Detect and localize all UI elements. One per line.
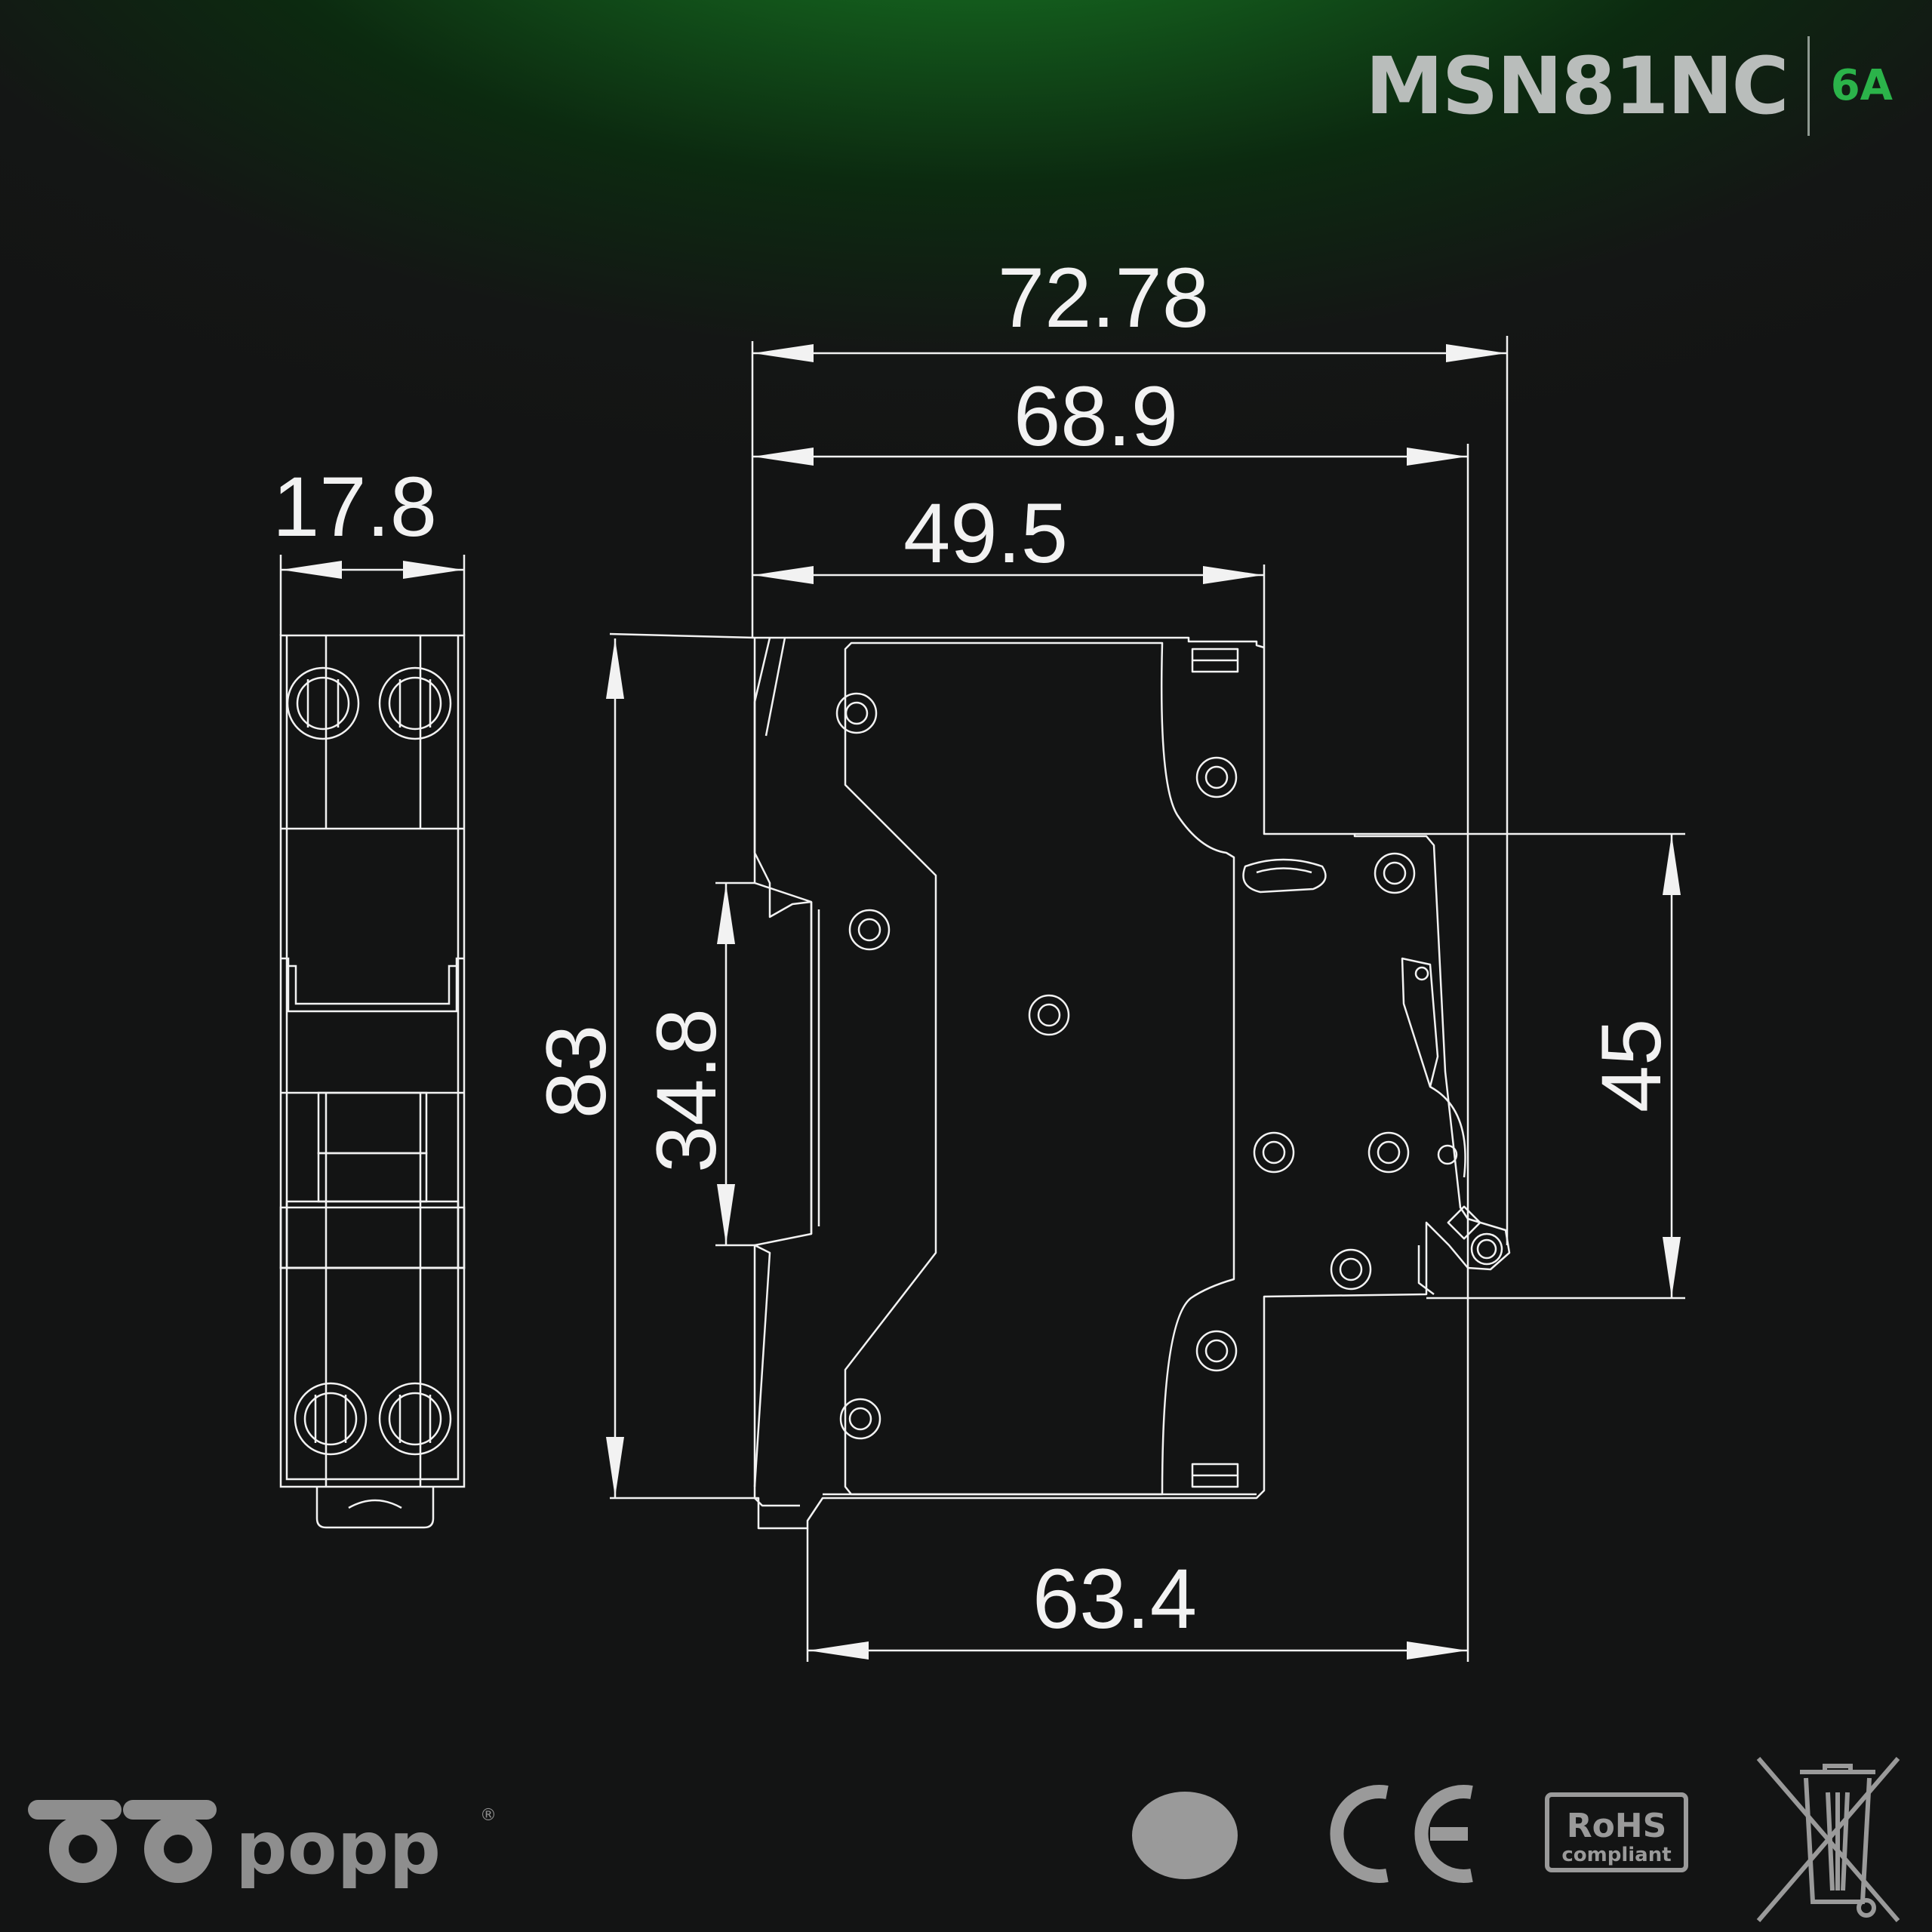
title-divider bbox=[1807, 36, 1810, 136]
dimension-lines bbox=[279, 336, 1685, 1662]
nf-mark: NF bbox=[1132, 1792, 1238, 1879]
dim-depth-49-5: 49.5 bbox=[903, 486, 1068, 580]
mounting-holes bbox=[835, 692, 1416, 1440]
registered-mark: ® bbox=[480, 1806, 497, 1825]
front-view bbox=[279, 634, 466, 1529]
rohs-mark: RoHS compliant bbox=[1545, 1792, 1688, 1872]
product-title: MSN81NC 6A bbox=[1365, 36, 1893, 136]
popp-logo: popp ® bbox=[28, 1800, 497, 1890]
side-view bbox=[753, 636, 1511, 1530]
terminal-screws-top bbox=[286, 666, 452, 740]
model-number: MSN81NC bbox=[1365, 40, 1789, 132]
dim-height-45: 45 bbox=[1584, 1019, 1678, 1113]
nf-label: NF bbox=[1143, 1807, 1226, 1871]
brand-name: popp bbox=[235, 1806, 441, 1890]
owl-eyes-icon bbox=[28, 1800, 217, 1883]
dim-width-17-8: 17.8 bbox=[272, 460, 437, 554]
dim-height-34-8: 34.8 bbox=[639, 1008, 734, 1173]
dim-height-83: 83 bbox=[529, 1025, 623, 1119]
dim-depth-72-78: 72.78 bbox=[998, 251, 1209, 345]
weee-crossed-bin-icon bbox=[1756, 1757, 1900, 1922]
dim-depth-68-9: 68.9 bbox=[1014, 369, 1178, 463]
dim-depth-63-4: 63.4 bbox=[1032, 1552, 1197, 1646]
terminal-screws-bottom bbox=[294, 1382, 452, 1456]
ce-mark bbox=[1330, 1785, 1473, 1883]
rohs-sub-label: compliant bbox=[1561, 1844, 1671, 1866]
rohs-label: RoHS bbox=[1567, 1807, 1667, 1845]
current-rating: 6A bbox=[1830, 61, 1893, 110]
